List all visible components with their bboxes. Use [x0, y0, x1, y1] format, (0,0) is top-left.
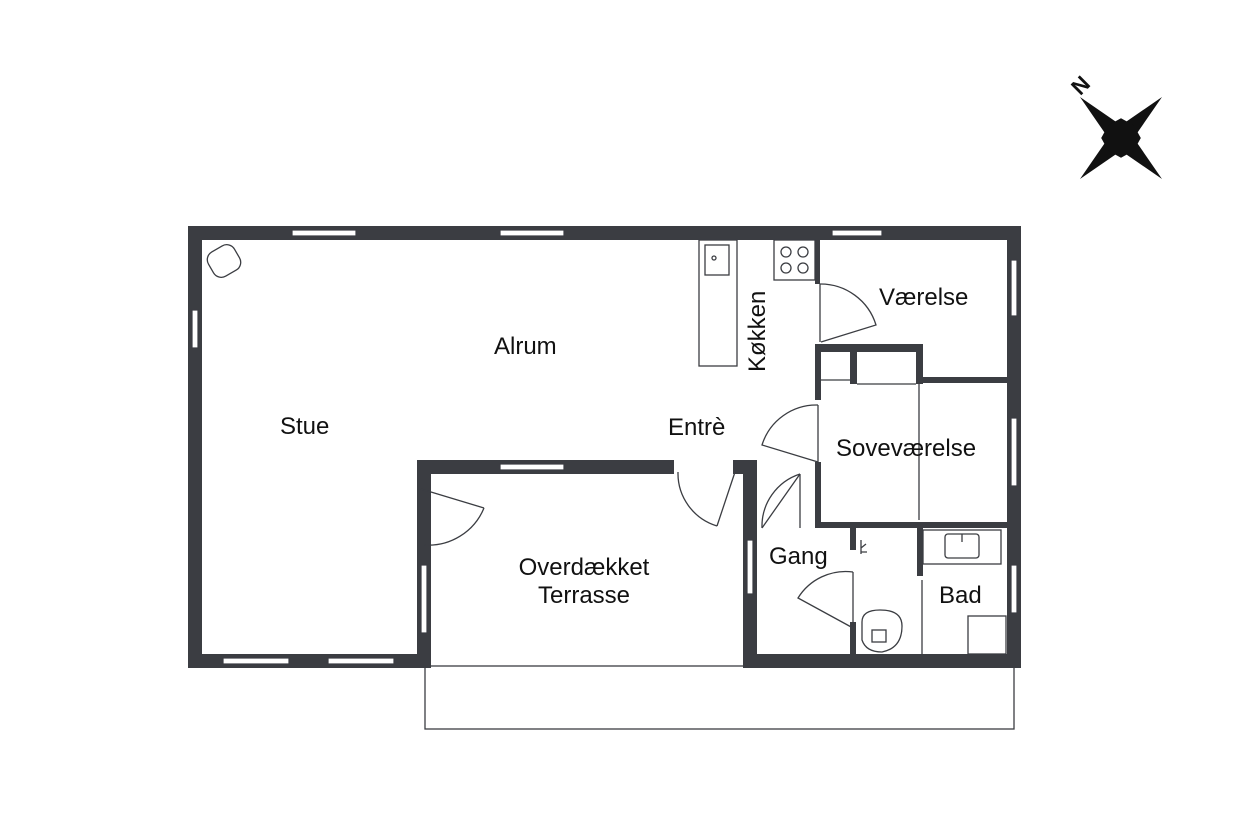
tap-icon: [860, 540, 867, 554]
compass-north-label: N: [1066, 71, 1095, 100]
bathroom-sink-icon: [922, 529, 1002, 565]
fixtures: [206, 239, 1007, 655]
room-label-entre: Entrè: [668, 414, 725, 441]
room-label-terrasse-line1: Overdækket: [519, 554, 650, 581]
room-label-alrum: Alrum: [494, 333, 557, 360]
sink-icon: [704, 244, 730, 276]
toilet-icon: [861, 609, 903, 653]
room-label-sovevaerelse: Soveværelse: [836, 435, 976, 462]
interior-walls: [815, 240, 1013, 662]
cooktop-icon: [773, 239, 816, 281]
doors: [420, 283, 877, 629]
windows: [191, 229, 1018, 665]
shower-icon: [967, 615, 1007, 655]
room-label-bad: Bad: [939, 582, 982, 609]
room-label-stue: Stue: [280, 413, 329, 440]
room-label-gang: Gang: [769, 543, 828, 570]
room-label-terrasse-line2: Terrasse: [538, 582, 630, 609]
room-label-vaerelse: Værelse: [879, 284, 968, 311]
compass-icon: [1079, 96, 1163, 180]
terrace-outline: [424, 665, 1015, 730]
partition-lines: [820, 379, 923, 654]
room-label-kokken: Køkken: [744, 291, 771, 372]
stove-icon: [206, 244, 242, 278]
